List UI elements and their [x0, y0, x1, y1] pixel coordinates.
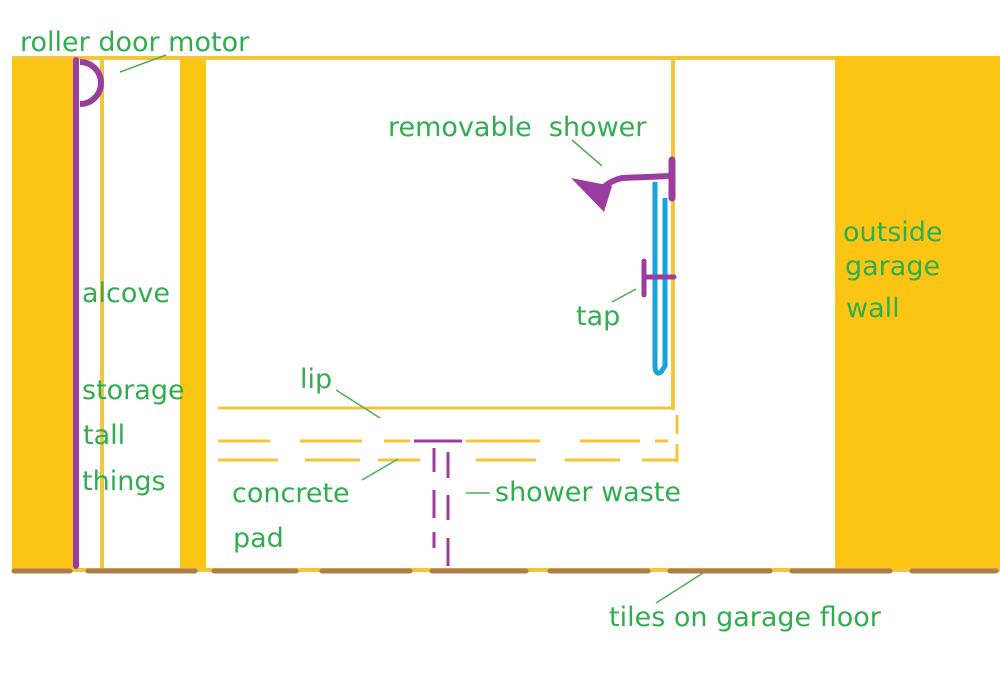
label-roller-door-motor: roller door motor: [20, 27, 250, 58]
outside-garage-wall: [835, 56, 1000, 570]
concrete-pad-dashes: [218, 415, 679, 462]
label-pad: pad: [233, 523, 284, 554]
roller-door-motor-icon: [79, 59, 104, 107]
label-alcove: alcove: [82, 278, 170, 309]
label-outside: outside: [843, 217, 943, 248]
label-things: things: [82, 466, 166, 497]
tap-icon: [641, 258, 677, 298]
leader-lines: [119, 54, 704, 604]
shower-waste: [414, 439, 462, 566]
label-concrete: concrete: [232, 478, 350, 509]
label-shower-waste: shower waste: [495, 477, 681, 508]
label-wall: wall: [846, 293, 900, 324]
label-storage: storage: [82, 375, 185, 406]
alcove-partition-wall: [180, 57, 206, 570]
label-tiles-on-garage-floor: tiles on garage floor: [609, 602, 882, 633]
shower-head-icon: [571, 178, 612, 212]
label-removable-shower: removable shower: [388, 112, 647, 143]
label-tall: tall: [83, 420, 125, 451]
shower-pipe: [652, 182, 668, 376]
label-garage: garage: [845, 251, 940, 282]
label-tap: tap: [576, 301, 620, 332]
label-lip: lip: [300, 364, 332, 395]
left-wall: [12, 57, 74, 570]
